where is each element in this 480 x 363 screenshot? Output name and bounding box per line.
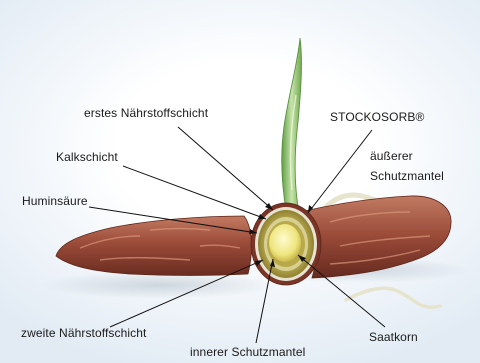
- label-saatkorn: Saatkorn: [369, 330, 418, 345]
- seed-kernel: [269, 224, 301, 262]
- root-tendril-icon: [346, 288, 440, 307]
- label-aeusserer-line2: Schutzmantel: [370, 169, 444, 184]
- label-zweite-naehrstoffschicht: zweite Nährstoffschicht: [21, 326, 146, 341]
- label-aeusserer-line1: äußerer: [370, 149, 413, 164]
- leader-line: [123, 166, 266, 219]
- label-huminsaeure: Huminsäure: [22, 194, 88, 209]
- leader-line: [178, 127, 273, 210]
- label-erstes-naehrstoffschicht: erstes Nährstoffschicht: [84, 106, 208, 121]
- label-kalkschicht: Kalkschicht: [56, 150, 118, 165]
- label-stockosorb: STOCKOSORB®: [330, 110, 424, 125]
- label-innerer-schutzmantel: innerer Schutzmantel: [190, 345, 305, 360]
